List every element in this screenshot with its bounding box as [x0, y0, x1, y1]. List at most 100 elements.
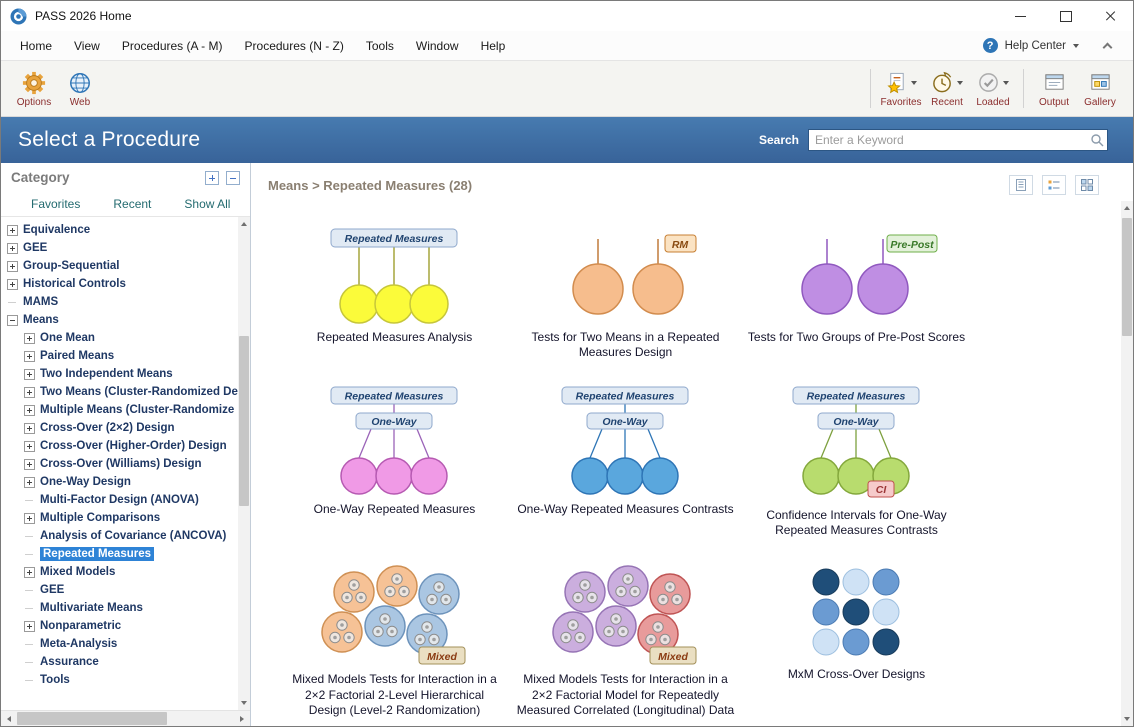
menu-view[interactable]: View	[74, 38, 100, 53]
menu-tools[interactable]: Tools	[365, 38, 394, 53]
menu-home[interactable]: Home	[20, 38, 53, 53]
view-tiles-button[interactable]	[1075, 175, 1099, 195]
scroll-up-button[interactable]	[1121, 201, 1133, 215]
tree-item-equivalence[interactable]: Equivalence	[1, 221, 238, 239]
tree-item-multi-factor-design-anova[interactable]: Multi-Factor Design (ANOVA)	[1, 491, 238, 509]
tree-item-multivariate-means[interactable]: Multivariate Means	[1, 599, 238, 617]
menu-window[interactable]: Window	[415, 38, 459, 53]
tree-horizontal-scrollbar[interactable]	[1, 710, 250, 726]
tree-item-group-sequential[interactable]: Group-Sequential	[1, 257, 238, 275]
procedure-ci-one-way-rm-contrasts[interactable]: Repeated Measures One-Way CI Confidence …	[741, 385, 972, 539]
procedure-repeated-measures-analysis[interactable]: Repeated Measures Repeated Measures Anal…	[279, 225, 510, 361]
tree-item-meta-analysis[interactable]: Meta-Analysis	[1, 635, 238, 653]
scroll-thumb[interactable]	[17, 712, 167, 725]
procedure-mixed-models-longitudinal[interactable]: Mixed Mixed Models Tests for Interaction…	[510, 562, 741, 718]
maximize-button[interactable]	[1043, 1, 1088, 31]
expand-icon[interactable]	[24, 386, 35, 398]
svg-text:One-Way: One-Way	[602, 416, 648, 428]
tree-item-one-mean[interactable]: One Mean	[1, 329, 238, 347]
expand-icon[interactable]	[7, 242, 18, 254]
scroll-right-button[interactable]	[234, 711, 250, 726]
view-details-button[interactable]	[1042, 175, 1066, 195]
tree-item-one-way-design[interactable]: One-Way Design	[1, 473, 238, 491]
expand-icon[interactable]	[24, 422, 35, 434]
tree-item-nonparametric[interactable]: Nonparametric	[1, 617, 238, 635]
view-list-button[interactable]	[1009, 175, 1033, 195]
tree-item-paired-means[interactable]: Paired Means	[1, 347, 238, 365]
menu-procedures-n-z[interactable]: Procedures (N - Z)	[244, 38, 344, 53]
collapse-ribbon-icon[interactable]	[1102, 42, 1113, 52]
search-input[interactable]	[808, 129, 1108, 151]
output-button[interactable]: Output	[1031, 63, 1077, 114]
tree-item-cross-over-williams-design[interactable]: Cross-Over (Williams) Design	[1, 455, 238, 473]
collapse-all-button[interactable]	[226, 170, 240, 185]
tree-item-repeated-measures[interactable]: Repeated Measures	[1, 545, 238, 563]
loaded-button[interactable]: Loaded	[970, 63, 1016, 114]
options-button[interactable]: Options	[11, 63, 57, 114]
recent-dropdown-icon[interactable]	[957, 80, 963, 85]
procedure-one-way-repeated-measures[interactable]: Repeated Measures One-Way One-Way Repeat…	[279, 385, 510, 539]
expand-icon[interactable]	[24, 512, 35, 524]
tree-item-mixed-models[interactable]: Mixed Models	[1, 563, 238, 581]
tree-item-tools[interactable]: Tools	[1, 671, 238, 689]
one-way-rm-contrasts-image: Repeated Measures One-Way	[561, 386, 689, 495]
tree-scrollbar[interactable]	[238, 217, 250, 710]
tree-item-multiple-comparisons[interactable]: Multiple Comparisons	[1, 509, 238, 527]
expand-icon[interactable]	[24, 458, 35, 470]
web-button[interactable]: Web	[57, 63, 103, 114]
scroll-up-button[interactable]	[238, 217, 250, 231]
expand-icon[interactable]	[24, 350, 35, 362]
procedure-mixed-models-hierarchical[interactable]: Mixed Mixed Models Tests for Interaction…	[279, 562, 510, 718]
search-icon	[1091, 134, 1104, 147]
expand-icon[interactable]	[7, 260, 18, 272]
tree-item-two-means-cluster-randomized[interactable]: Two Means (Cluster-Randomized De	[1, 383, 238, 401]
expand-icon[interactable]	[24, 566, 35, 578]
scroll-down-button[interactable]	[238, 696, 250, 710]
tree-item-mams[interactable]: MAMS	[1, 293, 238, 311]
minimize-button[interactable]	[998, 1, 1043, 31]
expand-all-button[interactable]	[205, 170, 219, 185]
expand-icon[interactable]	[24, 620, 35, 632]
scroll-thumb[interactable]	[1122, 218, 1132, 336]
tree-item-analysis-of-covariance-ancova[interactable]: Analysis of Covariance (ANCOVA)	[1, 527, 238, 545]
menu-procedures-a-m[interactable]: Procedures (A - M)	[121, 38, 223, 53]
menu-help[interactable]: Help	[480, 38, 506, 53]
recent-button[interactable]: Recent	[924, 63, 970, 114]
expand-icon[interactable]	[24, 440, 35, 452]
help-center-button[interactable]: Help Center	[1004, 39, 1066, 52]
collapse-icon[interactable]	[7, 314, 18, 326]
procedure-one-way-rm-contrasts[interactable]: Repeated Measures One-Way One-Way Repeat…	[510, 385, 741, 539]
tree-item-gee[interactable]: GEE	[1, 239, 238, 257]
tree-item-multiple-means-cluster-randomized[interactable]: Multiple Means (Cluster-Randomize	[1, 401, 238, 419]
favorites-dropdown-icon[interactable]	[911, 80, 917, 85]
tree-item-assurance[interactable]: Assurance	[1, 653, 238, 671]
expand-icon[interactable]	[7, 278, 18, 290]
loaded-dropdown-icon[interactable]	[1003, 80, 1009, 85]
tree-item-means[interactable]: Means	[1, 311, 238, 329]
scroll-down-button[interactable]	[1121, 712, 1133, 726]
expand-icon[interactable]	[24, 368, 35, 380]
favorites-button[interactable]: Favorites	[878, 63, 924, 114]
gallery-button[interactable]: Gallery	[1077, 63, 1123, 114]
procedure-mxm-cross-over-designs[interactable]: MxM Cross-Over Designs	[741, 562, 972, 718]
expand-icon[interactable]	[24, 476, 35, 488]
tree-item-gee-means[interactable]: GEE	[1, 581, 238, 599]
procedure-two-groups-pre-post[interactable]: Pre-Post Tests for Two Groups of Pre-Pos…	[741, 225, 972, 361]
close-button[interactable]	[1088, 1, 1133, 31]
expand-icon[interactable]	[7, 224, 18, 236]
expand-icon[interactable]	[24, 404, 35, 416]
menu-bar: Home View Procedures (A - M) Procedures …	[1, 31, 1133, 61]
help-center-dropdown-icon[interactable]	[1073, 43, 1079, 48]
tree-item-two-independent-means[interactable]: Two Independent Means	[1, 365, 238, 383]
tab-favorites[interactable]: Favorites	[31, 197, 81, 211]
tree-item-historical-controls[interactable]: Historical Controls	[1, 275, 238, 293]
tree-item-cross-over-2x2-design[interactable]: Cross-Over (2×2) Design	[1, 419, 238, 437]
tree-item-cross-over-higher-order-design[interactable]: Cross-Over (Higher-Order) Design	[1, 437, 238, 455]
main-scrollbar[interactable]	[1121, 201, 1133, 726]
tab-show-all[interactable]: Show All	[184, 197, 231, 211]
procedure-tests-two-means-repeated-measures[interactable]: RM Tests for Two Means in a Repeated Mea…	[510, 225, 741, 361]
tab-recent[interactable]: Recent	[113, 197, 152, 211]
expand-icon[interactable]	[24, 332, 35, 344]
scroll-left-button[interactable]	[1, 711, 17, 726]
scroll-thumb[interactable]	[239, 336, 249, 506]
